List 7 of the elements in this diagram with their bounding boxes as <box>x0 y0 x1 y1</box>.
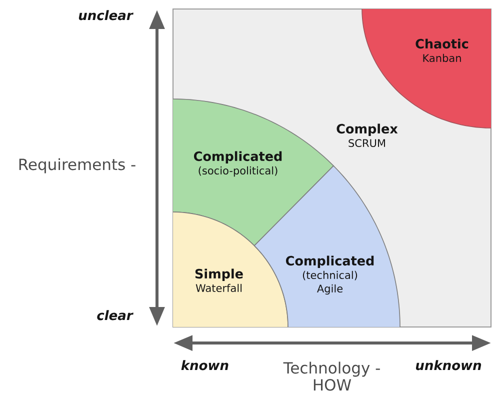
axis-end-label: unclear <box>78 10 134 20</box>
axis-end-label: clear <box>97 310 134 320</box>
axis-end-label: unknown <box>416 360 482 370</box>
axis-title: Requirements - <box>19 158 136 174</box>
axis-title: Technology - HOW <box>283 362 380 391</box>
ring-segment-zone: Complicated (socio-political) <box>172 98 334 246</box>
axis-end-label: known <box>181 360 228 370</box>
